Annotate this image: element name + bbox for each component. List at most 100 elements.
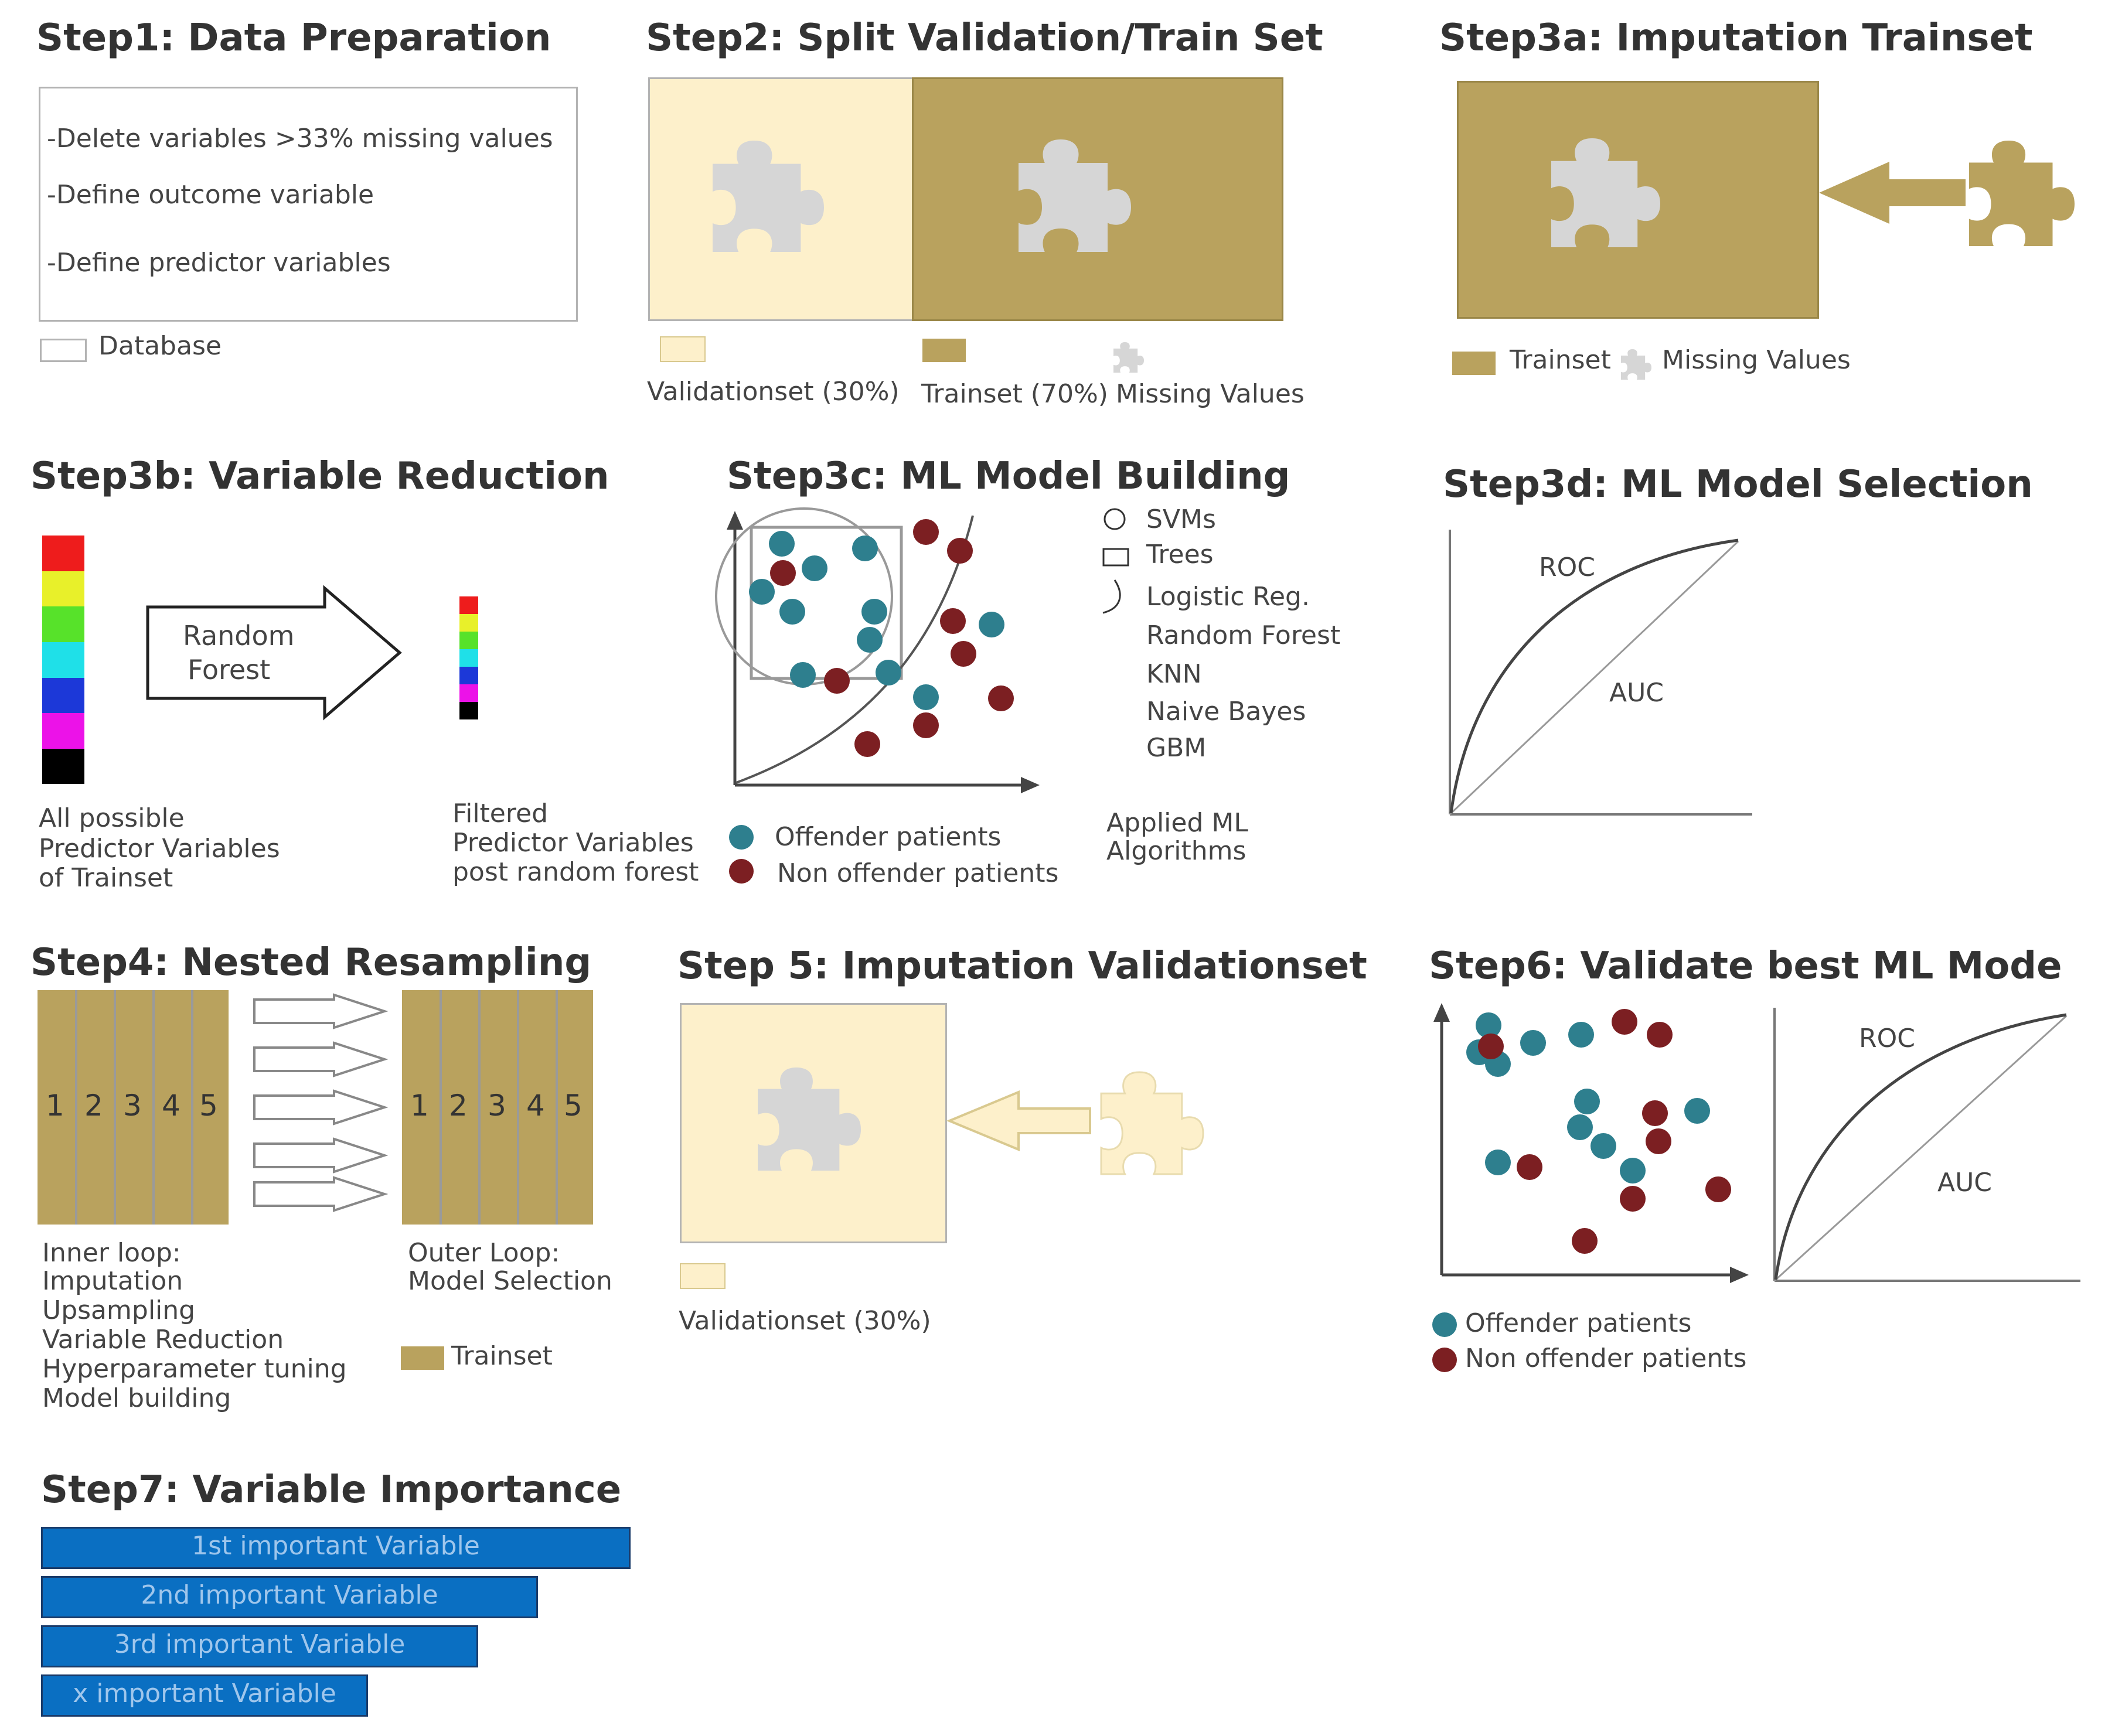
- offender-dot: [790, 662, 816, 688]
- offender-dot: [1590, 1133, 1616, 1159]
- all-variables-caption-3: of Trainset: [39, 863, 173, 893]
- missing-values-puzzle-icon: [758, 1067, 861, 1171]
- non-offender-dot: [854, 731, 880, 757]
- all-variables-color-bar: [42, 536, 84, 784]
- step3b-title: Step3b: Variable Reduction: [30, 455, 609, 498]
- all-variables-caption-2: Predictor Variables: [39, 834, 280, 864]
- offender-dot: [1485, 1150, 1511, 1175]
- offender-dot: [1620, 1158, 1646, 1184]
- step1-title: Step1: Data Preparation: [36, 16, 551, 60]
- non-offender-dot: [1517, 1154, 1542, 1180]
- non-offender-dot: [1646, 1128, 1671, 1154]
- filtered-variables-caption-3: post random forest: [452, 857, 699, 887]
- offender-legend-label: Offender patients: [775, 822, 1002, 852]
- importance-bar-2: 2nd important Variable: [41, 1576, 538, 1618]
- non-offender-legend-dot: [1432, 1348, 1457, 1372]
- missing-values-legend-puzzle-icon: [1621, 349, 1651, 380]
- inner-fold-1: 1: [46, 1089, 64, 1123]
- step6-title: Step6: Validate best ML Mode: [1429, 944, 2062, 988]
- validation-legend-swatch: [680, 1263, 726, 1289]
- inner-loop-folds: 1 2 3 4 5: [38, 990, 229, 1225]
- auc-label: AUC: [1609, 678, 1664, 708]
- train-legend-swatch: [1452, 352, 1496, 375]
- offender-dot: [1520, 1030, 1546, 1056]
- algorithm-knn: KNN: [1146, 659, 1202, 689]
- offender-legend-dot: [1432, 1312, 1457, 1337]
- step1-item-1: -Delete variables >33% missing values: [47, 124, 553, 154]
- algorithm-trees: Trees: [1146, 540, 1214, 569]
- step2-title: Step2: Split Validation/Train Set: [646, 16, 1323, 60]
- roc-label: ROC: [1539, 552, 1595, 582]
- offender-dot: [1476, 1012, 1501, 1038]
- svm-circle-icon: [1104, 508, 1126, 530]
- offender-legend-label: Offender patients: [1465, 1308, 1692, 1338]
- step3d-title: Step3d: ML Model Selection: [1443, 463, 2033, 506]
- offender-dot: [749, 579, 775, 605]
- resampling-arrows-icon: [253, 993, 389, 1212]
- filtered-variables-caption-1: Filtered: [452, 799, 549, 828]
- filtered-variables-caption-2: Predictor Variables: [452, 828, 694, 858]
- train-legend-swatch: [401, 1346, 444, 1370]
- database-legend-label: Database: [98, 331, 222, 361]
- missing-values-legend-puzzle-icon: [1113, 342, 1144, 373]
- random-forest-label-2: Forest: [188, 654, 271, 685]
- algorithm-logistic-reg: Logistic Reg.: [1146, 582, 1310, 612]
- roc-curve-plot: [1449, 530, 1752, 816]
- non-offender-dot: [824, 668, 850, 694]
- all-variables-caption-1: All possible: [39, 803, 185, 833]
- validation-legend-label: Validationset (30%): [679, 1306, 931, 1336]
- outer-fold-5: 5: [564, 1089, 583, 1123]
- imputed-value-puzzle-icon: [1969, 141, 2075, 246]
- outer-loop-folds: 1 2 3 4 5: [402, 990, 593, 1225]
- inner-loop-caption-1: Inner loop:: [42, 1238, 181, 1268]
- algorithm-svms: SVMs: [1146, 504, 1216, 534]
- outer-fold-3: 3: [488, 1089, 506, 1123]
- importance-bar-1: 1st important Variable: [41, 1527, 631, 1569]
- filtered-variables-color-bar: [459, 596, 478, 719]
- missing-legend-label: Missing Values: [1662, 345, 1851, 375]
- algorithm-naive-bayes: Naive Bayes: [1146, 697, 1306, 727]
- non-offender-dot: [913, 712, 939, 738]
- non-offender-dot: [770, 560, 796, 586]
- non-offender-dot: [1647, 1022, 1673, 1048]
- non-offender-dot: [1612, 1009, 1637, 1035]
- missing-legend-label: Missing Values: [1116, 379, 1305, 409]
- non-offender-dot: [1642, 1100, 1668, 1126]
- missing-values-puzzle-icon: [1019, 139, 1131, 252]
- non-offender-dot: [951, 641, 976, 667]
- non-offender-legend-label: Non offender patients: [1465, 1343, 1747, 1373]
- inner-loop-caption-2: Imputation: [42, 1266, 183, 1296]
- validation-roc-curve-plot: [1773, 1008, 2080, 1282]
- outer-loop-caption-2: Model Selection: [408, 1266, 612, 1296]
- non-offender-dot: [1572, 1228, 1598, 1254]
- importance-bar-4: x important Variable: [41, 1674, 368, 1717]
- non-offender-dot: [1478, 1034, 1504, 1059]
- validation-legend-swatch: [660, 336, 706, 362]
- step3a-title: Step3a: Imputation Trainset: [1439, 16, 2033, 60]
- database-box: [39, 87, 578, 322]
- outer-fold-2: 2: [449, 1089, 468, 1123]
- inner-fold-2: 2: [84, 1089, 103, 1123]
- auc-label: AUC: [1937, 1168, 1993, 1198]
- offender-dot: [861, 599, 887, 625]
- offender-dot: [979, 612, 1004, 637]
- offender-dot: [913, 684, 939, 710]
- offender-dot: [876, 660, 901, 685]
- train-legend-label: Trainset (70%): [921, 379, 1108, 409]
- offender-dot: [1684, 1098, 1710, 1124]
- train-legend-label: Trainset: [1510, 345, 1611, 375]
- step7-title: Step7: Variable Importance: [41, 1468, 622, 1512]
- step3c-title: Step3c: ML Model Building: [727, 455, 1290, 498]
- offender-dot: [857, 627, 883, 653]
- imputation-arrow-icon: [1819, 162, 1966, 224]
- non-offender-legend-dot: [729, 859, 754, 884]
- offender-dot: [1574, 1089, 1600, 1114]
- inner-loop-caption-4: Variable Reduction: [42, 1325, 284, 1355]
- missing-values-puzzle-icon: [713, 141, 824, 252]
- inner-fold-4: 4: [162, 1089, 180, 1123]
- outer-fold-4: 4: [526, 1089, 545, 1123]
- non-offender-dot: [988, 685, 1014, 711]
- random-forest-arrow-icon: [146, 585, 402, 721]
- non-offender-dot: [1705, 1176, 1731, 1202]
- offender-dot: [779, 599, 805, 625]
